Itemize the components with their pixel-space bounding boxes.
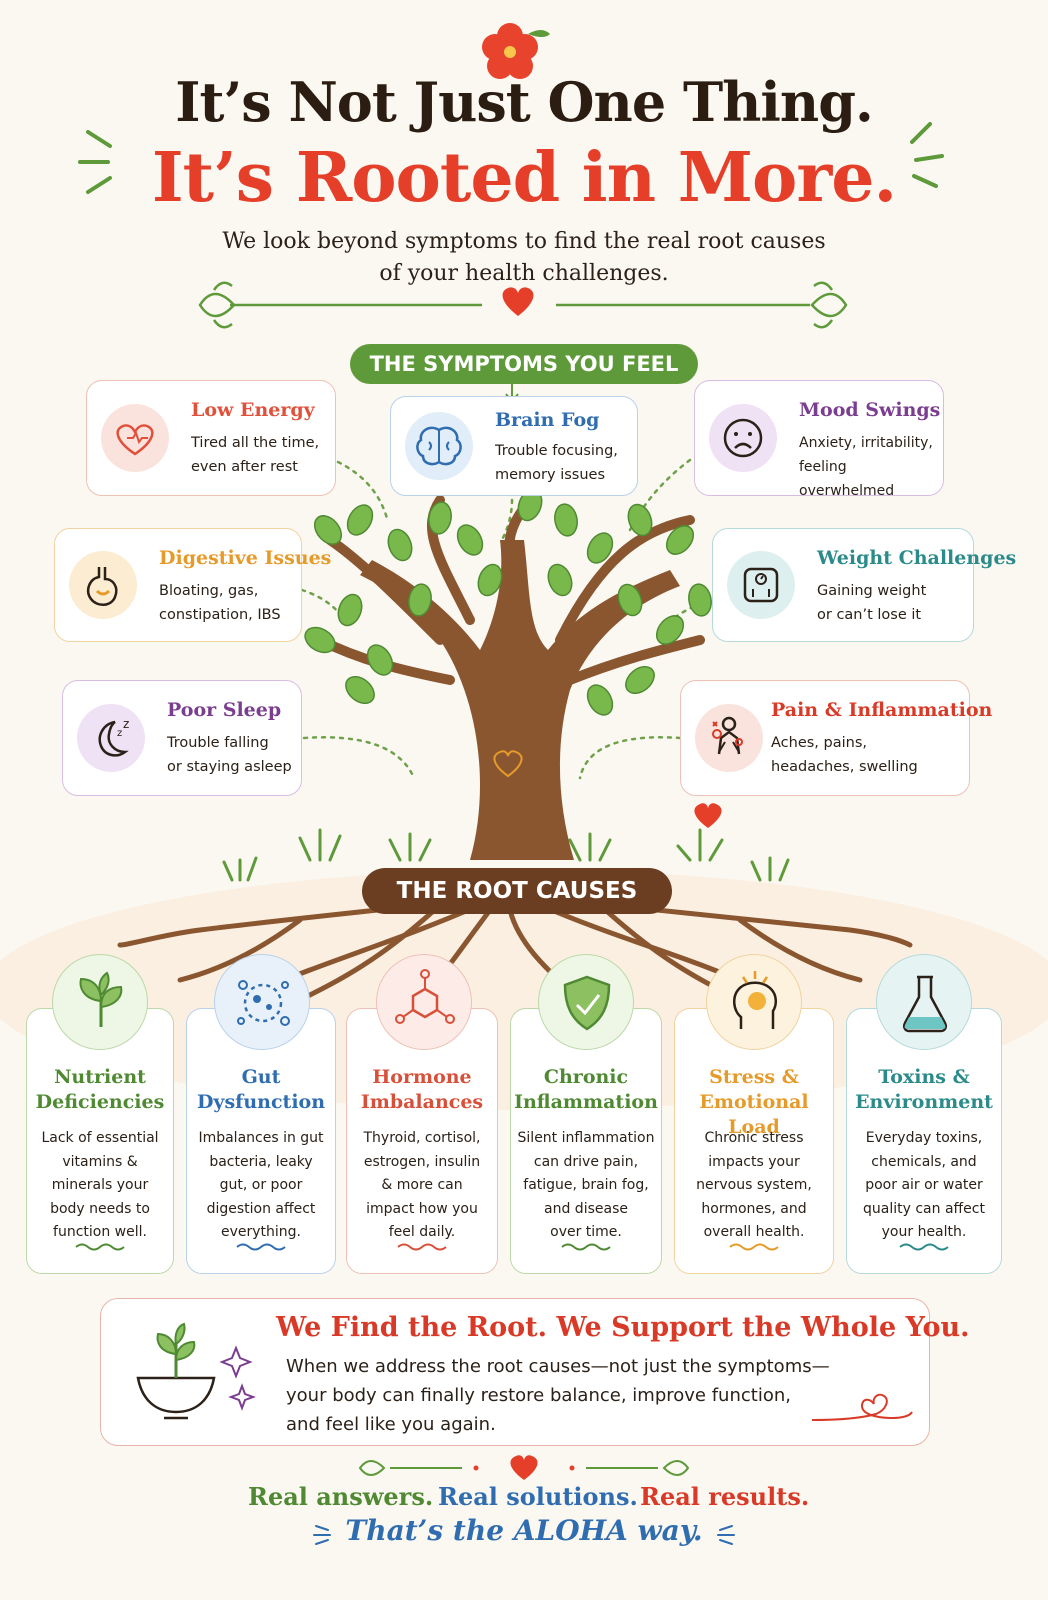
symptom-desc: Bloating, gas, constipation, IBS <box>159 583 281 623</box>
bacteria-icon <box>214 954 310 1050</box>
tagline-results: Real results. <box>640 1482 810 1511</box>
root-desc: Silent inflammation can drive pain, fati… <box>517 1130 655 1240</box>
stressed-head-icon <box>706 954 802 1050</box>
root-title: Chronic Inflammation <box>514 1066 658 1113</box>
root-desc: Thyroid, cortisol, estrogen, insulin & m… <box>363 1130 481 1240</box>
wave-divider <box>397 1243 447 1251</box>
symptom-title: Poor Sleep <box>167 699 282 721</box>
symptom-title: Pain & Inflammation <box>771 699 993 721</box>
root-causes-heading: THE ROOT CAUSES <box>362 868 672 914</box>
symptom-desc: Trouble focusing, memory issues <box>495 443 618 483</box>
symptom-card-weight-challenges: Weight Challenges Gaining weight or can’… <box>712 528 1016 642</box>
heart-swirl-icon <box>811 1393 913 1421</box>
root-title: Stress & Emotional Load <box>699 1066 809 1138</box>
symptom-title: Brain Fog <box>495 409 600 431</box>
symptom-desc: Tired all the time, even after rest <box>191 435 320 475</box>
root-title: Hormone Imbalances <box>360 1066 484 1113</box>
root-desc: Imbalances in gut bacteria, leaky gut, o… <box>198 1130 324 1240</box>
root-card-hormone-imbalances: Hormone Imbalances Thyroid, cortisol, es… <box>346 1008 498 1274</box>
root-desc: Everyday toxins, chemicals, and poor air… <box>863 1130 985 1240</box>
heart-icon <box>101 404 169 472</box>
title-line-1: It’s Not Just One Thing. <box>175 70 874 134</box>
title-line-2: It’s Rooted in More. <box>151 138 897 218</box>
symptom-title: Digestive Issues <box>159 547 332 569</box>
symptom-desc: Anxiety, irritability, feeling overwhelm… <box>799 435 933 499</box>
tagline-solutions: Real solutions. <box>438 1482 638 1511</box>
symptoms-heading: THE SYMPTOMS YOU FEEL <box>350 344 698 384</box>
symptom-title: Weight Challenges <box>817 547 1017 569</box>
scale-icon <box>727 551 795 619</box>
symptom-desc: Gaining weight or can’t lose it <box>817 583 927 623</box>
symptom-title: Mood Swings <box>799 399 941 421</box>
root-card-gut-dysfunction: Gut Dysfunction Imbalances in gut bacter… <box>186 1008 336 1274</box>
molecule-icon <box>376 954 472 1050</box>
root-title: Nutrient Deficiencies <box>35 1066 165 1113</box>
banner-text: When we address the root causes—not just… <box>286 1356 830 1435</box>
root-card-chronic-inflammation: Chronic Inflammation Silent inflammation… <box>510 1008 662 1274</box>
symptom-card-pain-inflammation: Pain & Inflammation Aches, pains, headac… <box>680 680 992 796</box>
root-desc: Lack of essential vitamins & minerals yo… <box>41 1130 159 1240</box>
footer-divider <box>358 1455 690 1480</box>
symptom-desc: Trouble falling or staying asleep <box>167 735 292 775</box>
plant-bowl-icon <box>136 1322 256 1420</box>
tagline-answers: Real answers. <box>248 1482 434 1511</box>
subtitle: We look beyond symptoms to find the real… <box>222 229 826 286</box>
wave-divider <box>729 1243 779 1251</box>
pain-body-icon <box>695 704 763 772</box>
leaf-sprout-icon <box>52 954 148 1050</box>
wave-divider <box>236 1243 286 1251</box>
symptom-card-low-energy: Low Energy Tired all the time, even afte… <box>86 380 336 496</box>
root-card-nutrient-deficiencies: Nutrient Deficiencies Lack of essential … <box>26 1008 174 1274</box>
svg-text:z: z <box>117 728 122 739</box>
symptom-desc: Aches, pains, headaches, swelling <box>771 735 918 775</box>
symptom-card-mood-swings: Mood Swings Anxiety, irritability, feeli… <box>694 380 944 499</box>
symptom-card-digestive-issues: Digestive Issues Bloating, gas, constipa… <box>54 528 331 642</box>
root-title: Gut Dysfunction <box>196 1066 326 1113</box>
wave-divider <box>75 1243 125 1251</box>
root-title: Toxins & Environment <box>855 1066 993 1113</box>
stomach-icon <box>69 551 137 619</box>
closing-line: That’s the ALOHA way. <box>345 1514 703 1547</box>
symptom-title: Low Energy <box>191 399 315 421</box>
wave-divider <box>561 1243 611 1251</box>
symptom-card-brain-fog: Brain Fog Trouble focusing, memory issue… <box>390 396 638 496</box>
brain-icon <box>405 412 473 480</box>
shield-icon <box>538 954 634 1050</box>
root-card-stress-emotional-load: Stress & Emotional Load Chronic stress i… <box>674 1008 834 1274</box>
sad-face-icon <box>709 404 777 472</box>
root-desc: Chronic stress impacts your nervous syst… <box>696 1130 812 1240</box>
closing-accents <box>313 1525 735 1545</box>
flask-icon <box>876 954 972 1050</box>
svg-text:z: z <box>123 717 129 731</box>
wave-divider <box>899 1243 949 1251</box>
banner-title: We Find the Root. We Support the Whole Y… <box>276 1312 970 1343</box>
root-card-toxins-environment: Toxins & Environment Everyday toxins, ch… <box>846 1008 1002 1274</box>
